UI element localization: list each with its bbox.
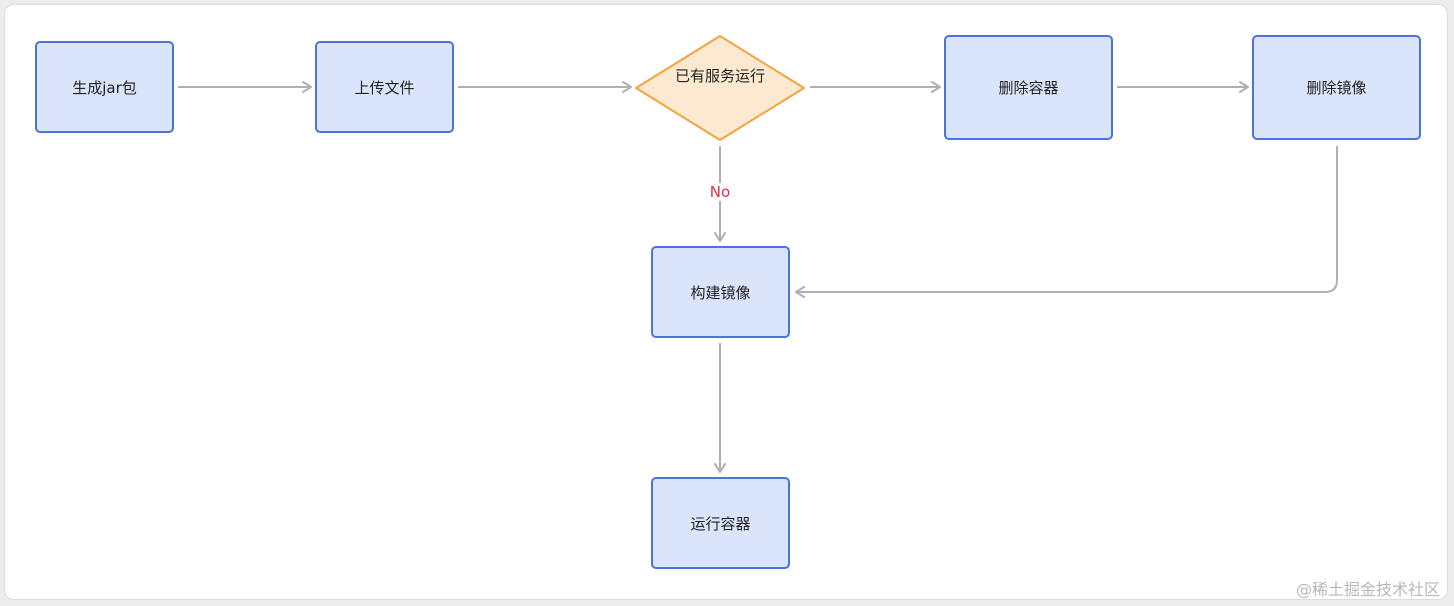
decision-service-running-label: 已有服务运行 xyxy=(674,67,765,85)
node-delete-image[interactable]: 删除镜像 xyxy=(1252,35,1421,140)
node-upload-files[interactable]: 上传文件 xyxy=(315,41,454,133)
node-run-container-label: 运行容器 xyxy=(690,514,751,533)
node-build-image-label: 构建镜像 xyxy=(690,283,751,302)
watermark: @稀土掘金技术社区 xyxy=(1295,580,1440,599)
decision-service-running[interactable]: 已有服务运行 xyxy=(634,34,806,142)
node-delete-image-label: 删除镜像 xyxy=(1306,79,1367,97)
node-delete-container-label: 删除容器 xyxy=(998,79,1059,97)
decision-diamond-shape xyxy=(635,35,805,141)
node-upload-files-label: 上传文件 xyxy=(354,78,415,97)
node-delete-container[interactable]: 删除容器 xyxy=(944,35,1113,140)
edge-label-no: No xyxy=(700,183,740,201)
node-run-container[interactable]: 运行容器 xyxy=(651,477,790,569)
node-build-jar-label: 生成jar包 xyxy=(72,78,137,97)
node-build-image[interactable]: 构建镜像 xyxy=(651,246,790,338)
node-build-jar[interactable]: 生成jar包 xyxy=(35,41,174,133)
edge-delete-image-to-build-image xyxy=(795,146,1338,298)
